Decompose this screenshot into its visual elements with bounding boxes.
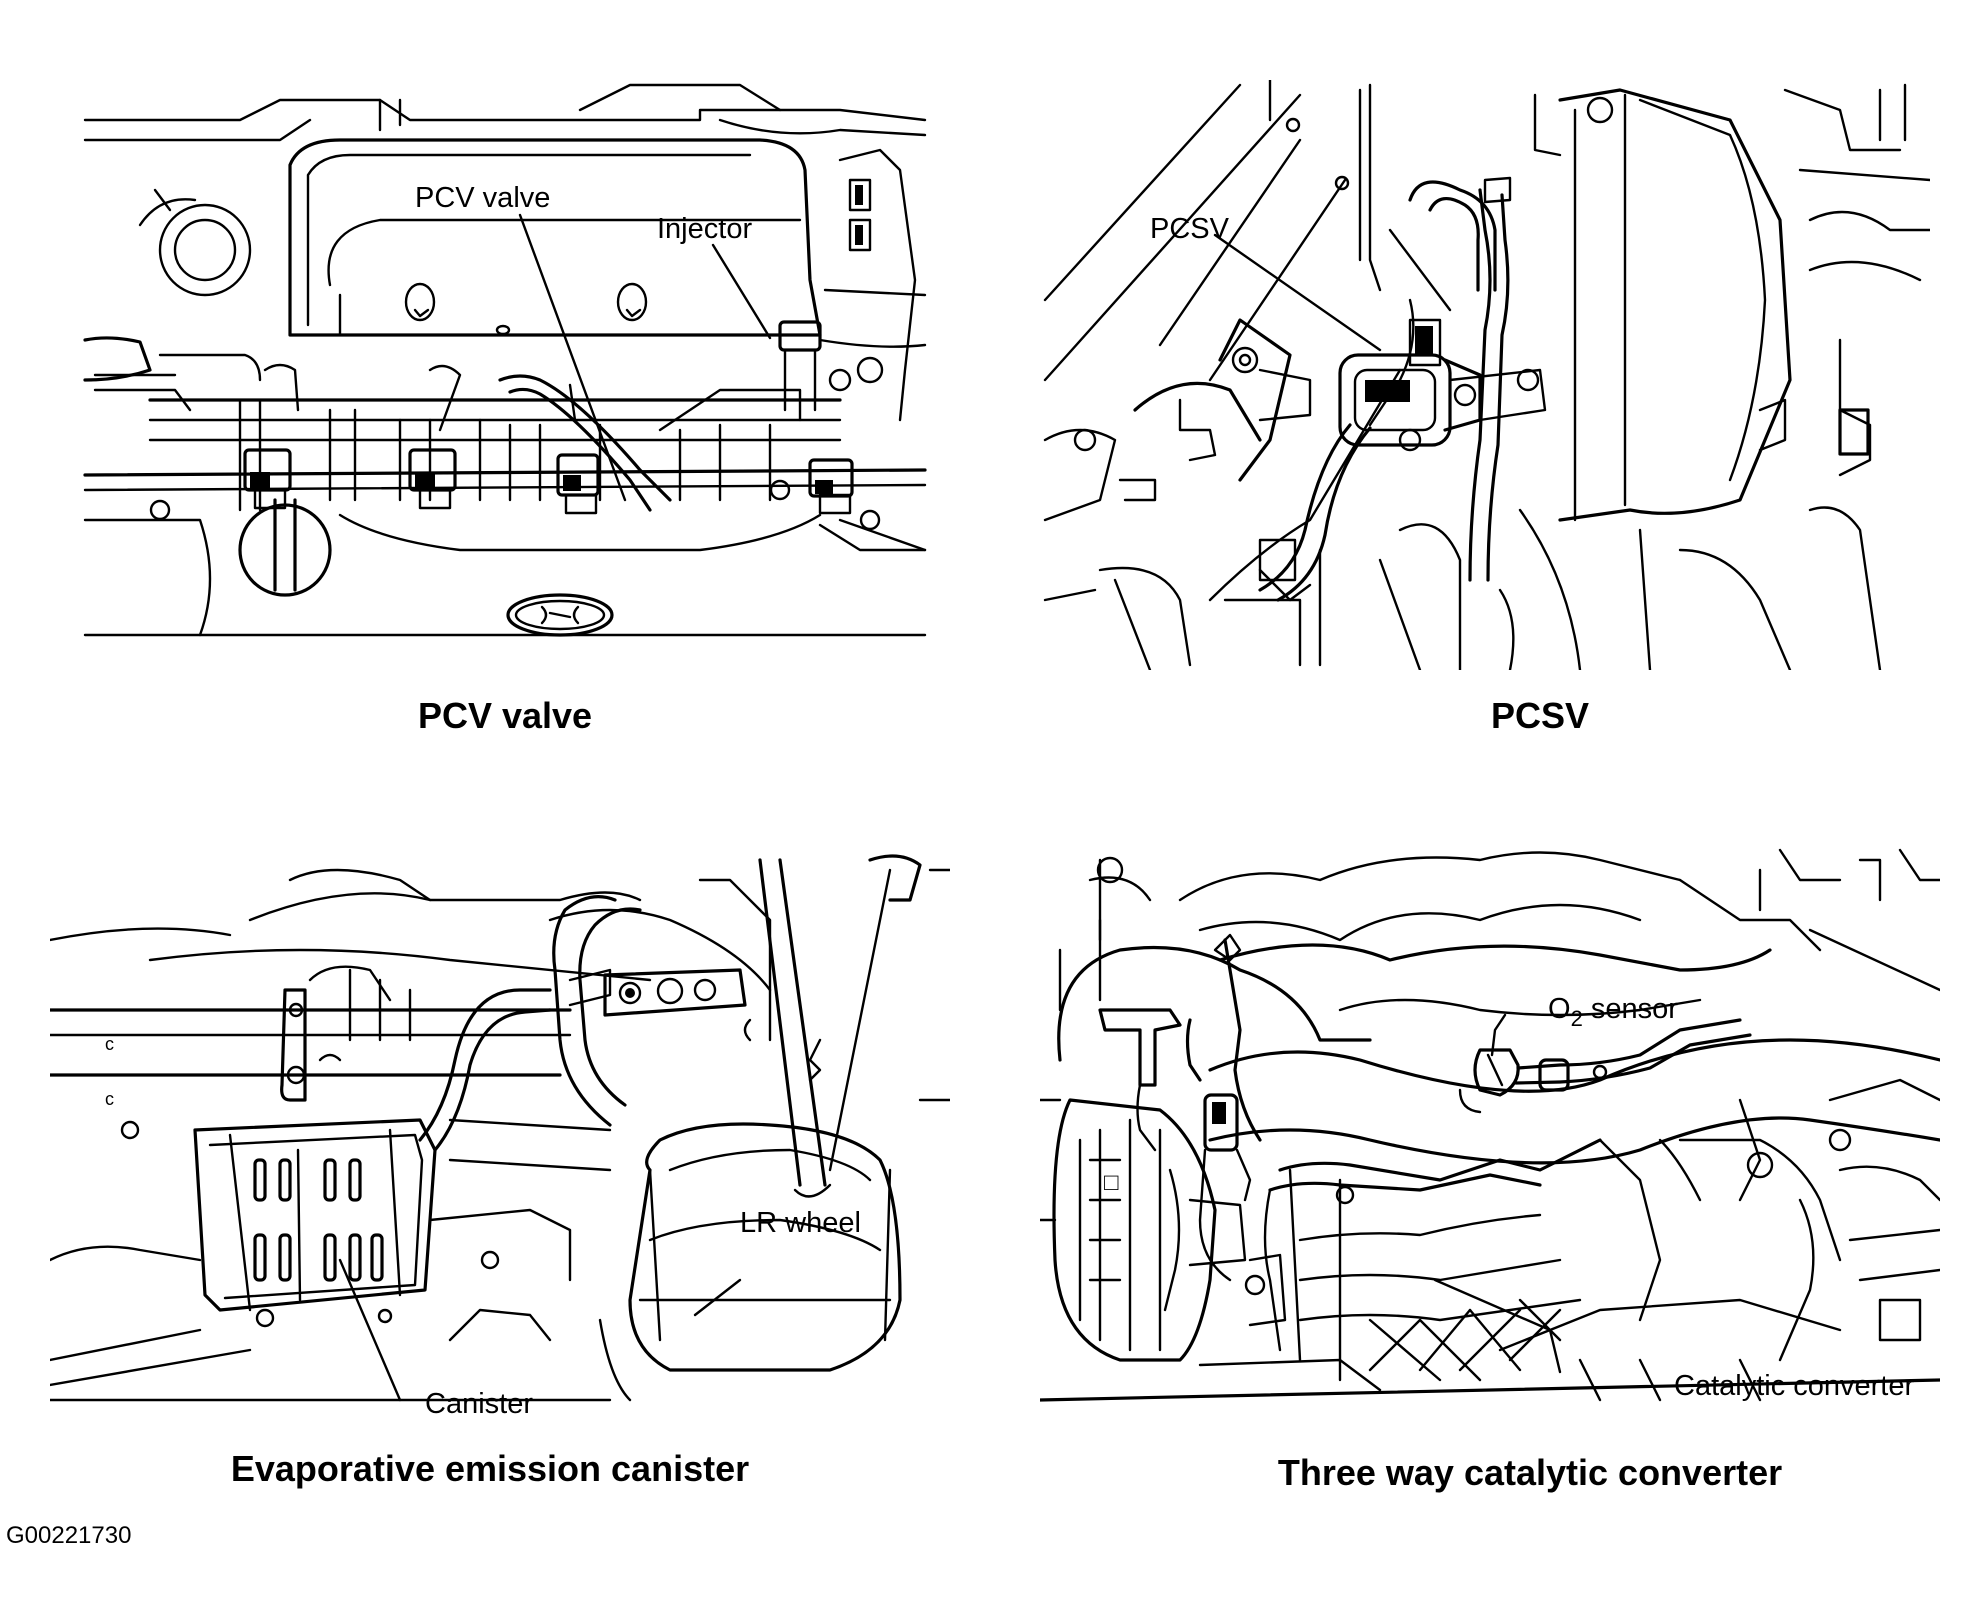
callout-o2-sensor: O2 sensor (1548, 993, 1678, 1031)
callout-catalytic-converter: Catalytic converter (1674, 1370, 1914, 1402)
callout-o2-o: O (1548, 993, 1571, 1025)
caption-pcv-valve: PCV valve (417, 695, 593, 736)
panel-pcv-valve: PCV valve Injector (80, 80, 930, 660)
callout-o2-sensor-text: sensor (1583, 993, 1678, 1025)
caption-catalytic-converter: Three way catalytic converter (1277, 1452, 1783, 1493)
callout-o2-subscript: 2 (1571, 1006, 1583, 1031)
callout-pcsv: PCSV (1150, 213, 1230, 245)
caption-evap-canister: Evaporative emission canister (230, 1448, 750, 1489)
pcsv-illustration: PCSV (1043, 80, 1930, 670)
pcv-engine-illustration: PCV valve Injector (83, 83, 927, 637)
frame-mark-2: c (105, 1089, 114, 1109)
canister-illustration: c c (50, 854, 950, 1420)
frame-mark-1: c (105, 1034, 114, 1054)
panel-evap-canister: c c (50, 840, 950, 1420)
callout-lr-wheel: LR wheel (740, 1207, 861, 1239)
callout-pcv-valve: PCV valve (415, 182, 550, 214)
figure-code: G00221730 (6, 1522, 132, 1549)
panel-pcsv: PCSV (1040, 80, 1930, 670)
callout-injector: Injector (657, 213, 752, 245)
alt-mark-1: □ (1104, 1169, 1119, 1196)
catalytic-converter-illustration: □ (1040, 848, 1940, 1402)
panel-catalytic-converter: □ (1040, 840, 1940, 1420)
callout-canister: Canister (425, 1388, 533, 1420)
caption-pcsv: PCSV (1490, 695, 1590, 736)
